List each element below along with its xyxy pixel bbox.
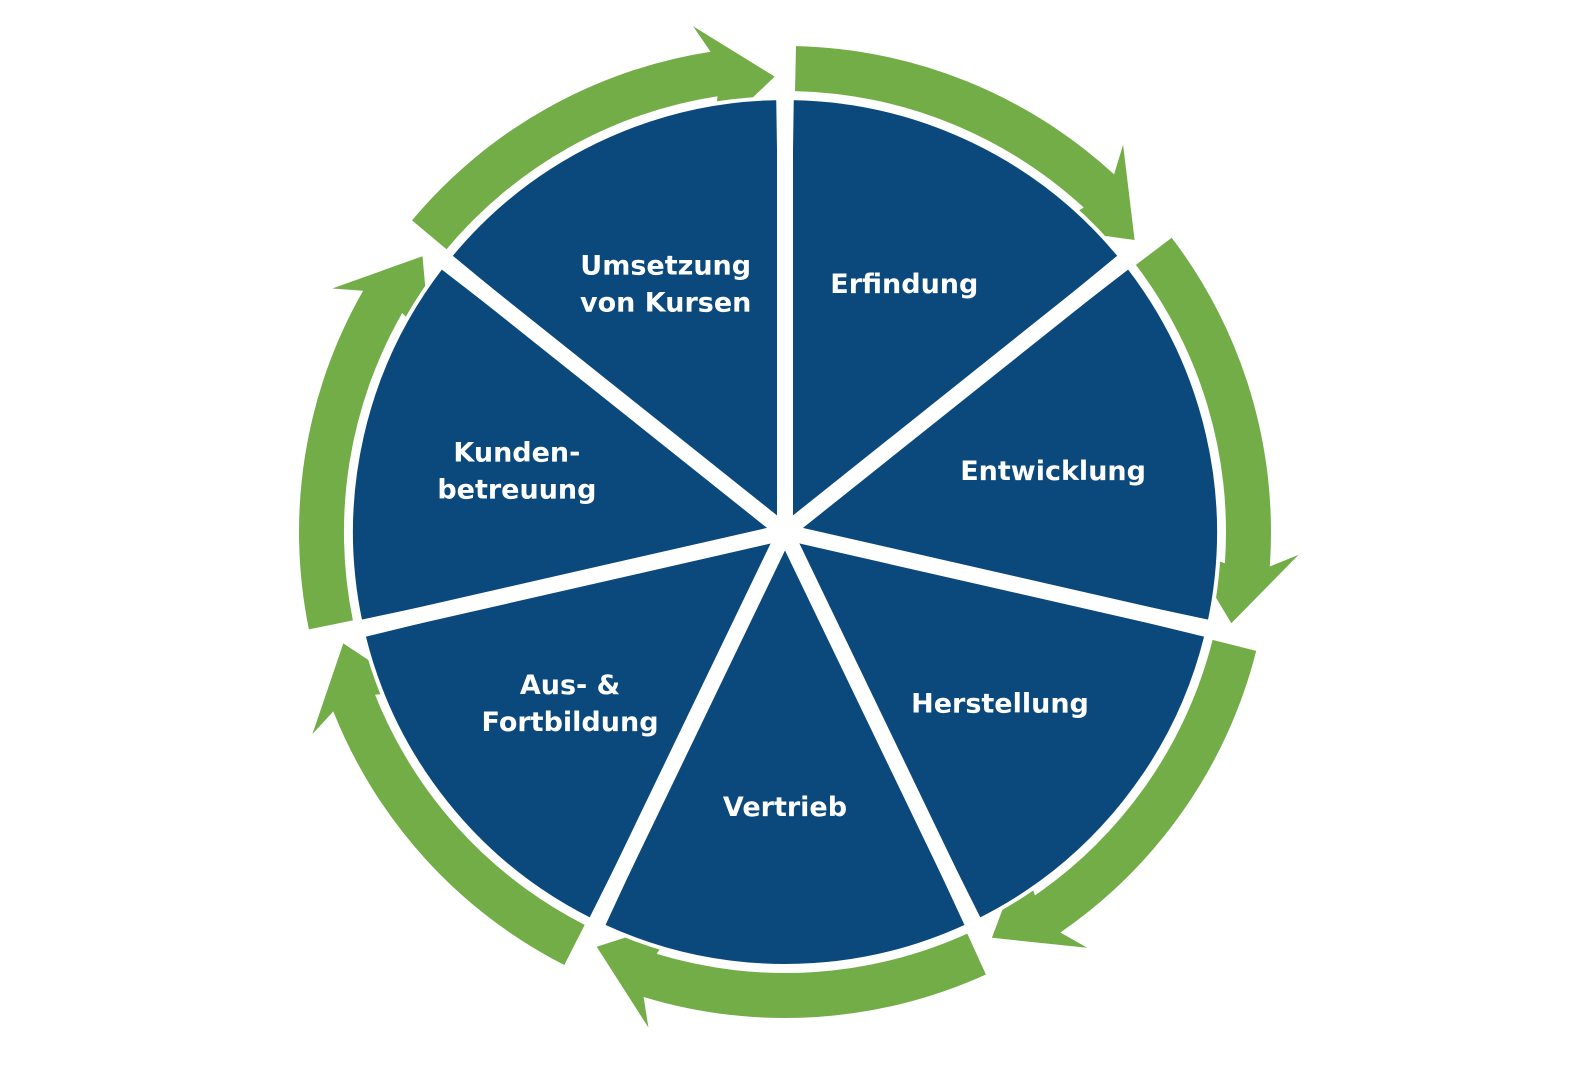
cycle-arrow [310, 639, 589, 969]
cycle-arrow [988, 636, 1260, 951]
segment-wedge-aus-fortbildung [361, 529, 789, 923]
arrow-ring [296, 24, 1301, 1029]
cycle-arrow [592, 915, 990, 1029]
segment-label-erfindung: Erfindung [830, 269, 978, 300]
separator-line [303, 524, 787, 650]
segment-label-vertrieb: Vertrieb [723, 792, 847, 823]
cycle-arrow [408, 24, 779, 253]
segment-wedge-herstellung [781, 529, 1209, 923]
cycle-arrow [296, 252, 434, 633]
separator-line [777, 528, 1006, 979]
segment-label-aus-fortbildung: Aus- &Fortbildung [481, 670, 658, 738]
segment-wedge-vertrieb [600, 527, 970, 968]
segment-wedge-erfindung [782, 96, 1123, 537]
segment-label-entwicklung: Entwicklung [960, 456, 1146, 487]
separator-line [783, 524, 1267, 650]
separator-line [780, 218, 1175, 539]
cycle-arrow [792, 43, 1138, 243]
segment-label-herstellung: Herstellung [911, 689, 1089, 720]
separator-line [564, 528, 793, 979]
segment-wedges [303, 40, 1267, 979]
segment-wedge-kundenbetreuung [349, 263, 790, 625]
segment-wedge-umsetzung [447, 96, 788, 537]
cycle-arrow [1132, 234, 1301, 628]
segment-label-kundenbetreuung: Kunden-betreuung [437, 437, 596, 505]
separator-line [395, 218, 790, 539]
segment-wedge-entwicklung [780, 263, 1221, 625]
